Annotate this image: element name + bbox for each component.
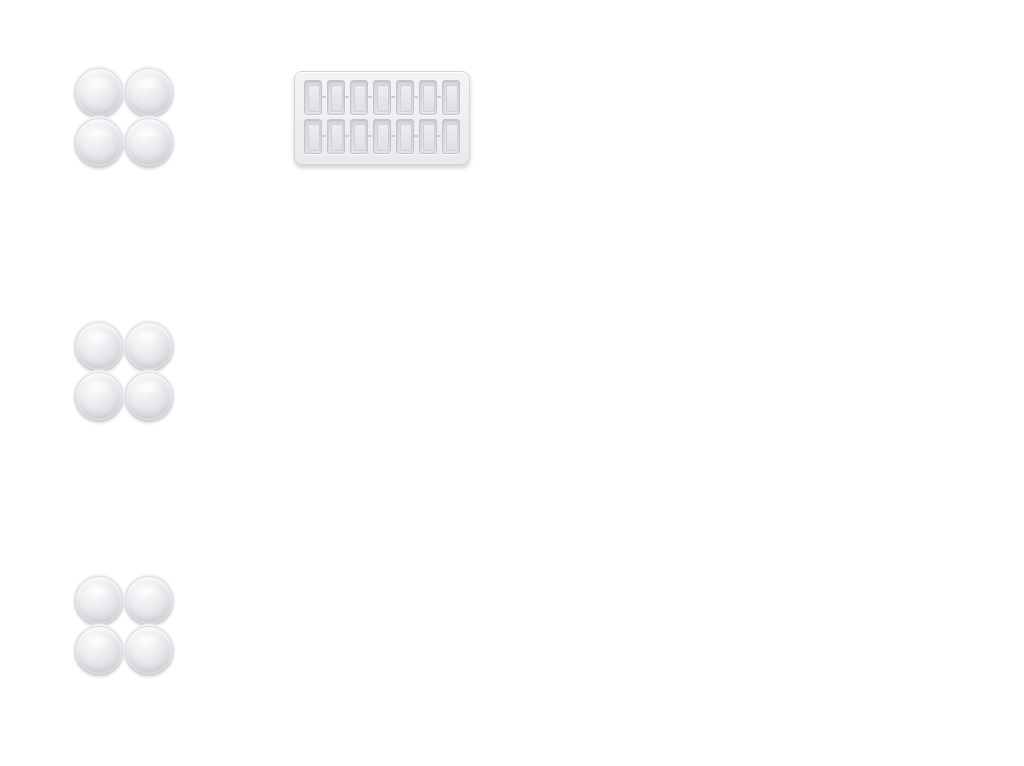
- tray-cup: [125, 372, 173, 420]
- ice-tray-divider: [322, 96, 326, 98]
- ice-tray-wells: [304, 80, 462, 158]
- ice-tray-well: [304, 80, 322, 115]
- cup-tray-top[interactable]: [73, 66, 177, 170]
- tray-cup: [75, 576, 123, 624]
- ice-tray-well: [373, 119, 391, 154]
- ice-tray-divider: [345, 96, 349, 98]
- ice-tray-divider: [414, 96, 418, 98]
- cup-tray-bottom[interactable]: [73, 574, 177, 678]
- ice-tray-divider: [391, 135, 395, 137]
- ice-tray-well: [419, 119, 437, 154]
- tray-cup: [75, 68, 123, 116]
- ice-tray-divider: [391, 96, 395, 98]
- tray-cup: [125, 118, 173, 166]
- tray-cup: [75, 372, 123, 420]
- ice-tray-well: [442, 80, 460, 115]
- ice-tray-well: [396, 80, 414, 115]
- ice-tray-divider: [437, 96, 441, 98]
- ice-tray-divider: [437, 135, 441, 137]
- ice-tray-well: [373, 80, 391, 115]
- tray-cup: [125, 576, 173, 624]
- ice-tray-divider: [345, 135, 349, 137]
- tray-cup: [75, 322, 123, 370]
- tray-cup: [75, 118, 123, 166]
- ice-tray-well: [419, 80, 437, 115]
- ice-tray-well: [327, 80, 345, 115]
- ice-tray-well: [304, 119, 322, 154]
- tray-cup: [75, 626, 123, 674]
- ice-tray-well: [396, 119, 414, 154]
- ice-tray-well: [350, 80, 368, 115]
- ice-tray-well: [442, 119, 460, 154]
- ice-tray-well: [327, 119, 345, 154]
- ice-tray-divider: [368, 96, 372, 98]
- tray-cup: [125, 68, 173, 116]
- ice-cube-tray[interactable]: [294, 71, 470, 165]
- ice-tray-divider: [322, 135, 326, 137]
- ice-tray-divider: [368, 135, 372, 137]
- ice-tray-divider: [414, 135, 418, 137]
- ice-tray-well: [350, 119, 368, 154]
- tray-cup: [125, 626, 173, 674]
- tray-cup: [125, 322, 173, 370]
- cup-tray-middle[interactable]: [73, 320, 177, 424]
